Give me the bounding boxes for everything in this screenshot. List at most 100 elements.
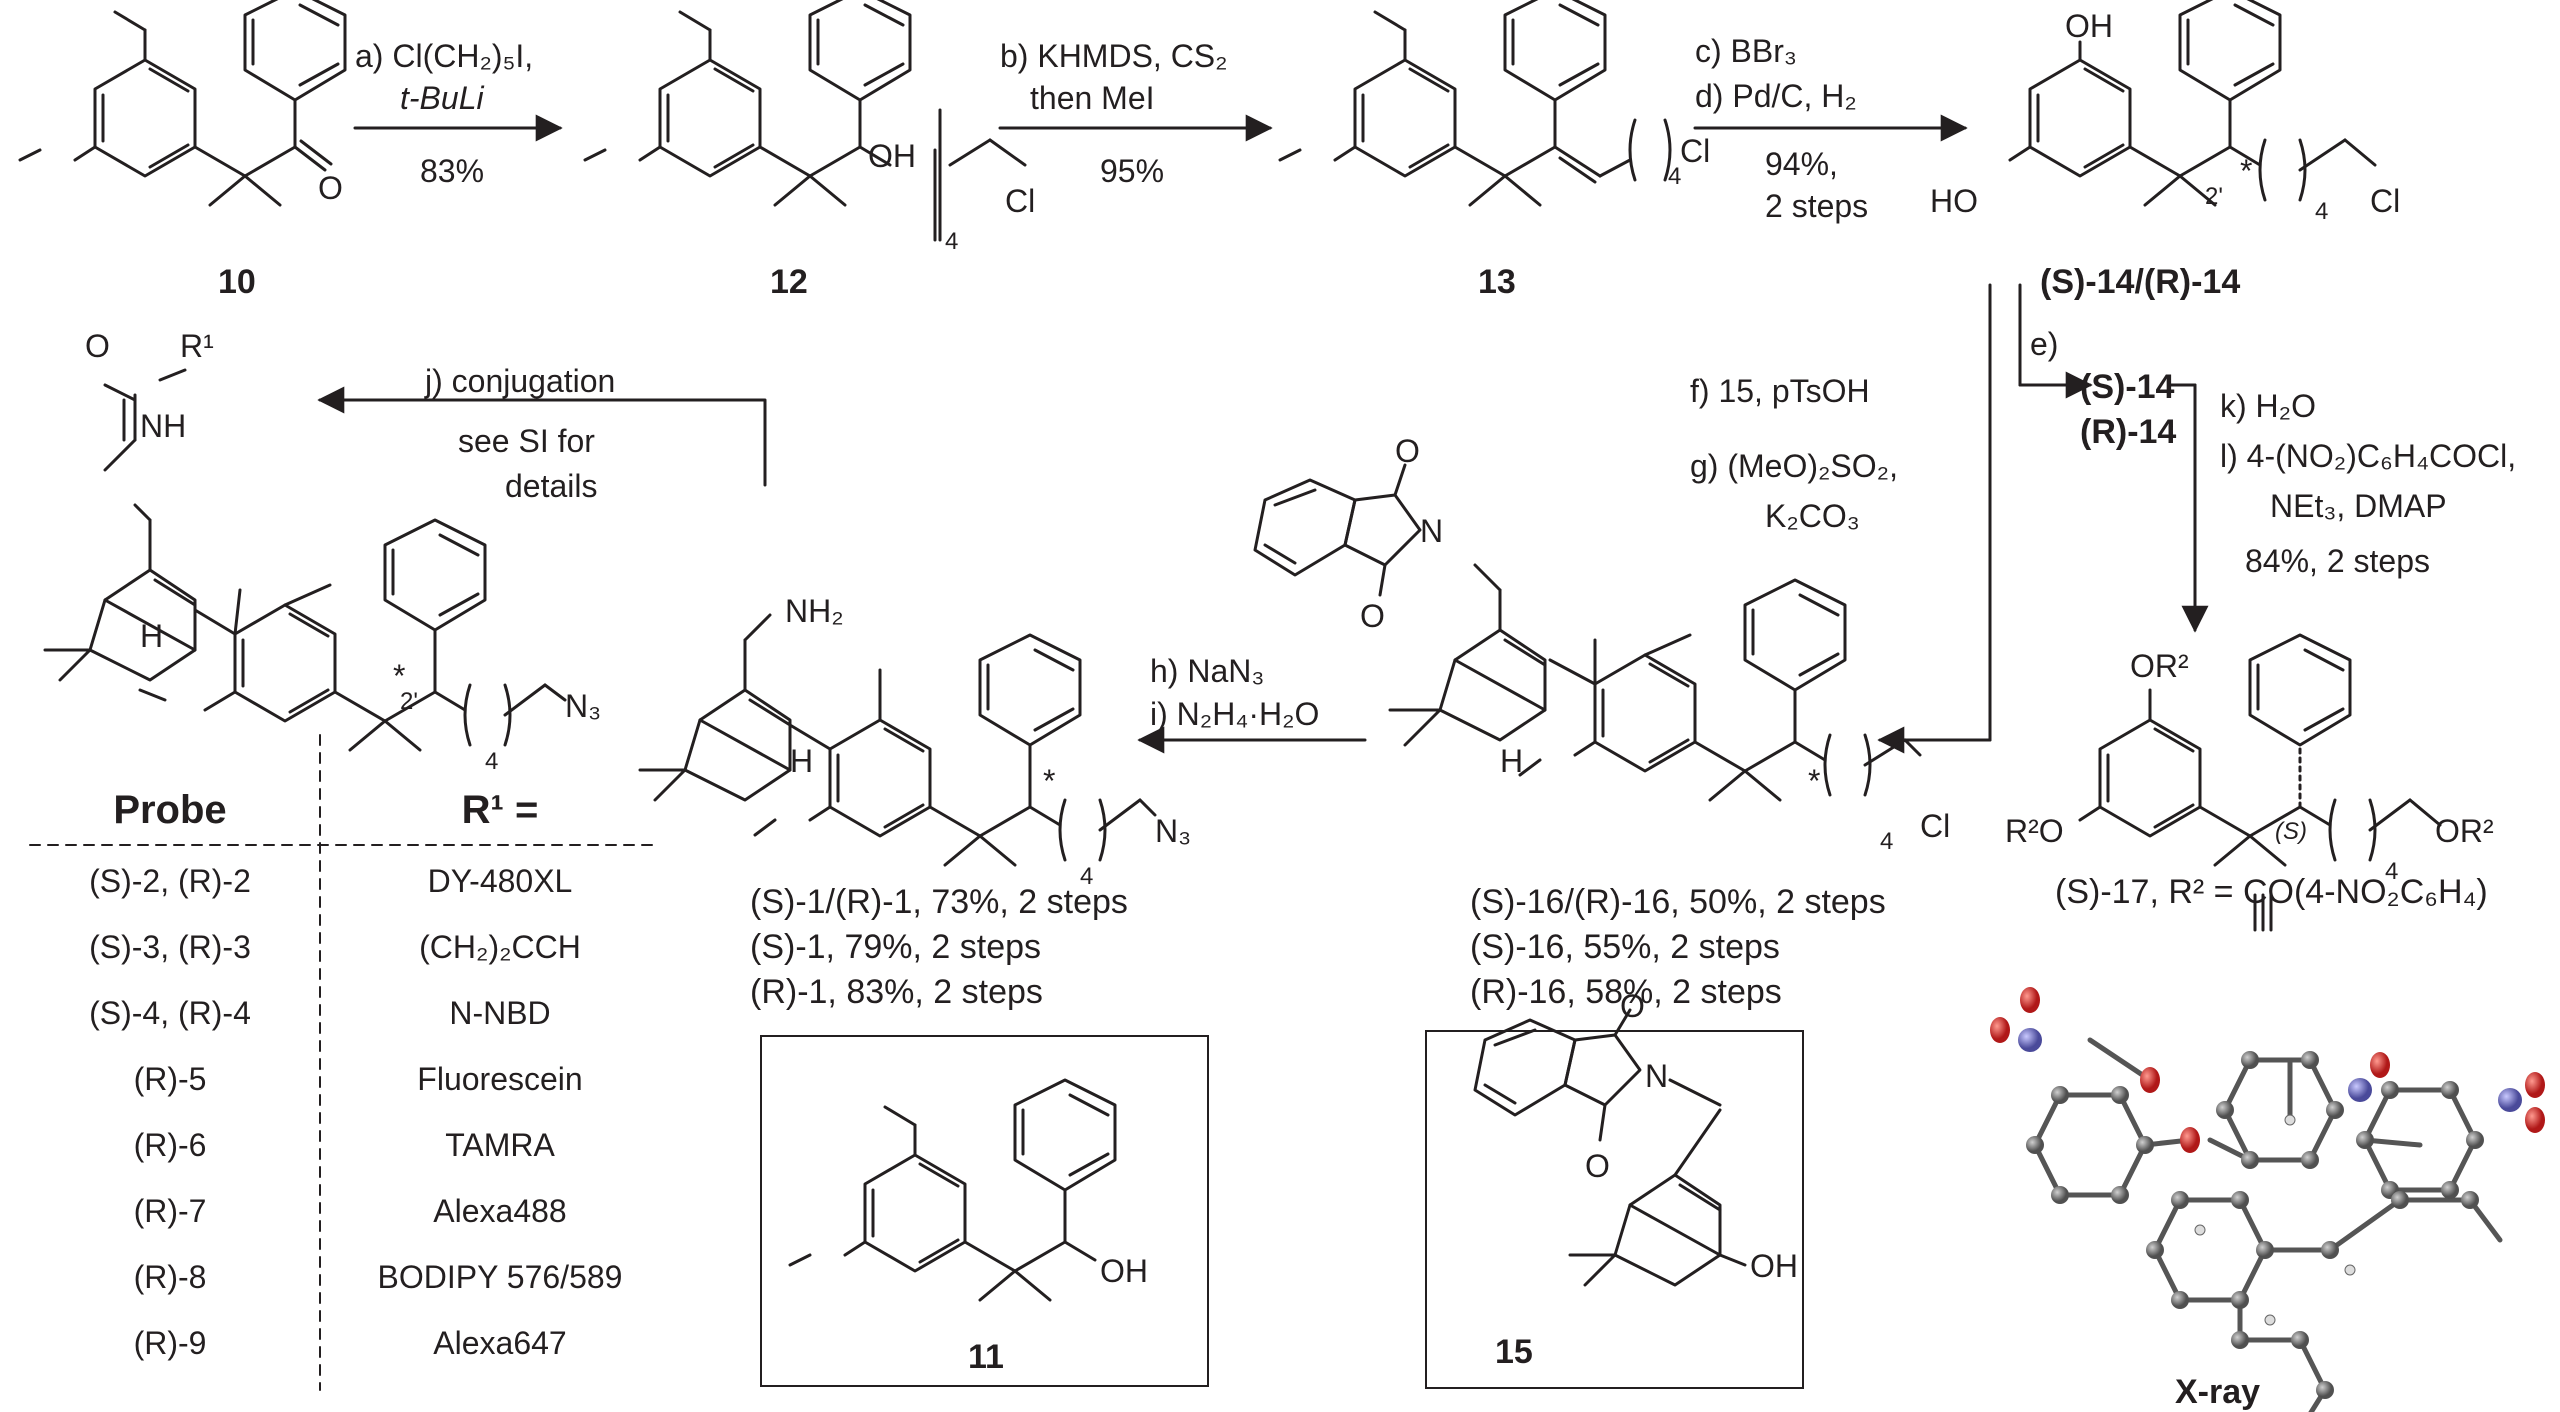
structure-11: [788, 1078, 1117, 1302]
atom-o-16b: O: [1360, 598, 1385, 634]
table-cell-probe: (R)-6: [133, 1127, 207, 1163]
step-kl-yield: 84%, 2 steps: [2245, 543, 2430, 579]
atom-star-probe: *: [393, 658, 406, 694]
atom-2p-probe: 2': [400, 688, 418, 715]
atom-r1-probe: R¹: [180, 328, 214, 364]
atom-cl-13: Cl: [1680, 133, 1711, 169]
structure-14: [2008, 0, 2377, 207]
table-cell-r1: DY-480XL: [427, 863, 573, 899]
xray-structure: [2032, 1037, 2503, 1412]
atom-n-16: N: [1420, 513, 1444, 549]
atom-sub4-17: 4: [2385, 858, 2399, 885]
structure-15: [1473, 1008, 1747, 1287]
atom-or2-17b: OR²: [2435, 813, 2494, 849]
r14-label: (R)-14: [2080, 413, 2177, 451]
step-j-note1: see SI for: [458, 423, 595, 459]
step-a-reagent: a) Cl(CH₂)₅I,: [355, 38, 534, 74]
box-compound-11: [760, 1035, 1209, 1387]
atom-h-probe: H: [140, 618, 164, 654]
yield-16-r: (R)-16, 58%, 2 steps: [1470, 973, 1782, 1011]
table-cell-r1: BODIPY 576/589: [377, 1259, 623, 1295]
xray-label: X-ray: [2175, 1373, 2261, 1411]
compound-10-label: 10: [218, 263, 256, 301]
atom-sub4-12: 4: [945, 228, 959, 255]
table-cell-probe: (S)-3, (R)-3: [89, 929, 251, 965]
structure-1: [638, 613, 1157, 867]
compound-14-label: (S)-14/(R)-14: [2040, 263, 2241, 301]
table-cell-r1: Alexa488: [433, 1193, 567, 1229]
table-cell-probe: (S)-2, (R)-2: [89, 863, 251, 899]
step-a-base: t-BuLi: [400, 80, 484, 116]
structure-probe: [43, 368, 567, 752]
step-e-label: e): [2030, 326, 2059, 362]
compound-11-label: 11: [968, 1338, 1004, 1376]
atom-nh2-1: NH₂: [785, 593, 844, 629]
atom-sub4-16: 4: [1880, 828, 1894, 855]
table-cell-r1: (CH₂)₂CCH: [419, 929, 581, 965]
step-b-yield: 95%: [1100, 153, 1165, 189]
atom-cl-12: Cl: [1005, 183, 1036, 219]
atom-sub4-1: 4: [1080, 863, 1094, 890]
xray-atoms: [1990, 987, 2545, 1399]
atom-nh-probe: NH: [140, 408, 187, 444]
box-compound-15: [1425, 1030, 1804, 1389]
atom-o-15a: O: [1620, 988, 1645, 1024]
yield-1-mixture: (S)-1/(R)-1, 73%, 2 steps: [750, 883, 1128, 921]
atom-cl-16: Cl: [1920, 808, 1951, 844]
atom-star-14: *: [2240, 153, 2253, 189]
yield-1-r: (R)-1, 83%, 2 steps: [750, 973, 1043, 1011]
atom-n3-probe: N₃: [565, 688, 602, 724]
atom-n3-1: N₃: [1155, 813, 1192, 849]
step-j-reagent: j) conjugation: [425, 363, 616, 399]
step-f-reagent: f) 15, pTsOH: [1690, 373, 1870, 409]
atom-h-1: H: [790, 743, 814, 779]
atom-cl-14: Cl: [2370, 183, 2401, 219]
step-b-then: then MeI: [1030, 80, 1155, 116]
table-cell-probe: (R)-5: [133, 1061, 207, 1097]
table-cell-r1: Fluorescein: [417, 1061, 583, 1097]
atom-or2-17a: OR²: [2130, 648, 2189, 684]
table-cell-probe: (R)-7: [133, 1193, 207, 1229]
step-h-reagent: h) NaN₃: [1150, 653, 1265, 689]
table-cell-probe: (R)-8: [133, 1259, 207, 1295]
compound-12-label: 12: [770, 263, 808, 301]
yield-16-s: (S)-16, 55%, 2 steps: [1470, 928, 1780, 966]
atom-sub4-14: 4: [2315, 198, 2329, 225]
step-l-reagent: l) 4-(NO₂)C₆H₄COCl,: [2220, 438, 2517, 474]
atom-r2o-17: R²O: [2005, 813, 2064, 849]
structure-17: [2078, 633, 2442, 867]
yield-1-s: (S)-1, 79%, 2 steps: [750, 928, 1042, 966]
structure-13: [1278, 0, 1672, 207]
step-l-base: NEt₃, DMAP: [2270, 488, 2447, 524]
table-cell-r1: N-NBD: [449, 995, 551, 1031]
s14-label: (S)-14: [2080, 368, 2175, 406]
atom-o-probe: O: [85, 328, 110, 364]
atom-o-10: O: [318, 170, 343, 206]
step-b-reagent: b) KHMDS, CS₂: [1000, 38, 1228, 74]
atom-2p-14: 2': [2205, 183, 2223, 210]
table-cell-probe: (R)-9: [133, 1325, 207, 1361]
compound-15-label: 15: [1495, 1333, 1533, 1371]
structure-10: [18, 0, 347, 207]
atom-oh-12: OH: [868, 138, 916, 174]
atom-oh-11: OH: [1100, 1253, 1148, 1289]
atom-ho-14: HO: [1930, 183, 1978, 219]
atom-h-16: H: [1500, 743, 1524, 779]
table-cell-r1: Alexa647: [433, 1325, 567, 1361]
structure-12: [583, 0, 1027, 242]
step-a-yield: 83%: [420, 153, 485, 189]
step-g-base: K₂CO₃: [1765, 498, 1860, 534]
step-j-note2: details: [505, 468, 598, 504]
structure-16: [1253, 463, 1922, 802]
atom-n-15: N: [1645, 1058, 1669, 1094]
step-cd-yield: 94%,: [1765, 146, 1838, 182]
atom-oh-14: OH: [2065, 8, 2113, 44]
compound-13-label: 13: [1478, 263, 1516, 301]
table-header-r1: R¹ =: [461, 788, 539, 832]
atom-s-17: (S): [2275, 818, 2307, 845]
compound-17-label: (S)-17, R² = CO(4-NO₂C₆H₄): [2055, 873, 2488, 911]
step-cd-steps: 2 steps: [1765, 188, 1869, 224]
step-c-reagent: c) BBr₃: [1695, 33, 1797, 69]
table-header-probe: Probe: [113, 788, 227, 832]
